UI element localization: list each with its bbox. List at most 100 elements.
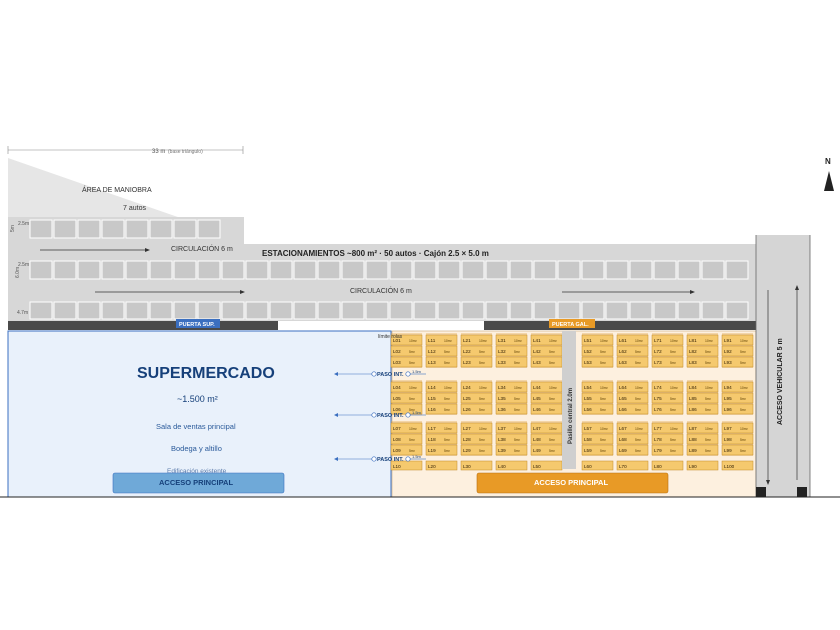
market-stall[interactable]: [721, 392, 754, 404]
market-stall[interactable]: [721, 381, 754, 393]
market-stall[interactable]: [686, 345, 719, 357]
market-stall[interactable]: [616, 403, 649, 415]
market-stall[interactable]: [425, 433, 458, 445]
market-stall[interactable]: [581, 381, 614, 393]
market-stall[interactable]: [616, 433, 649, 445]
market-stall[interactable]: [616, 460, 649, 471]
market-stall[interactable]: [495, 356, 528, 368]
market-stall-code: L36: [498, 407, 506, 412]
market-stall[interactable]: [651, 460, 684, 471]
market-stall[interactable]: [390, 422, 423, 434]
market-stall[interactable]: [425, 444, 458, 456]
market-stall[interactable]: [581, 433, 614, 445]
market-stall[interactable]: [425, 422, 458, 434]
market-stall[interactable]: [390, 356, 423, 368]
market-stall[interactable]: [651, 345, 684, 357]
market-stall[interactable]: [425, 460, 458, 471]
market-stall[interactable]: [460, 345, 493, 357]
market-stall[interactable]: [495, 334, 528, 346]
market-stall[interactable]: [581, 460, 614, 471]
market-stall[interactable]: [721, 345, 754, 357]
dimension-note: (base triángulo): [168, 149, 203, 155]
market-stall[interactable]: [651, 433, 684, 445]
market-stall[interactable]: [581, 403, 614, 415]
market-stall[interactable]: [616, 392, 649, 404]
market-stall[interactable]: [425, 334, 458, 346]
market-stall[interactable]: [686, 444, 719, 456]
market-stall-code: L60: [584, 464, 592, 469]
market-stall-code: L74: [654, 385, 662, 390]
market-stall-size: 5m²: [409, 408, 416, 412]
market-stall[interactable]: [721, 444, 754, 456]
market-stall[interactable]: [686, 433, 719, 445]
market-stall[interactable]: [390, 334, 423, 346]
market-stall[interactable]: [686, 392, 719, 404]
access-main-right[interactable]: [476, 472, 669, 494]
market-stall[interactable]: [460, 422, 493, 434]
market-stall[interactable]: [651, 403, 684, 415]
market-stall[interactable]: [721, 433, 754, 445]
market-stall[interactable]: [616, 345, 649, 357]
market-stall[interactable]: [616, 444, 649, 456]
market-stall[interactable]: [721, 356, 754, 368]
market-stall[interactable]: [616, 422, 649, 434]
market-stall[interactable]: [425, 381, 458, 393]
market-stall[interactable]: [495, 444, 528, 456]
market-stall[interactable]: [651, 356, 684, 368]
market-stall[interactable]: [495, 460, 528, 471]
market-stall[interactable]: [721, 460, 754, 471]
market-stall[interactable]: [616, 334, 649, 346]
market-stall[interactable]: [686, 381, 719, 393]
market-stall[interactable]: [651, 334, 684, 346]
market-stall[interactable]: [616, 356, 649, 368]
market-stall[interactable]: [390, 433, 423, 445]
market-stall[interactable]: [651, 381, 684, 393]
market-stall[interactable]: [721, 422, 754, 434]
access-main-left[interactable]: [112, 472, 285, 494]
market-stall[interactable]: [495, 392, 528, 404]
market-stall[interactable]: [460, 433, 493, 445]
market-stall[interactable]: [651, 444, 684, 456]
passage-arrowhead: [334, 372, 338, 376]
market-stall[interactable]: [390, 345, 423, 357]
market-stall[interactable]: [581, 345, 614, 357]
market-stall[interactable]: [581, 392, 614, 404]
market-stall[interactable]: [686, 356, 719, 368]
market-stall[interactable]: [425, 345, 458, 357]
market-stall[interactable]: [616, 381, 649, 393]
market-stall[interactable]: [581, 334, 614, 346]
market-stall[interactable]: [495, 433, 528, 445]
market-stall[interactable]: [651, 422, 684, 434]
market-stall-size: 5m²: [635, 350, 642, 354]
market-stall[interactable]: [581, 444, 614, 456]
market-stall[interactable]: [460, 392, 493, 404]
market-stall[interactable]: [425, 403, 458, 415]
market-stall[interactable]: [721, 403, 754, 415]
market-stall-code: L56: [584, 407, 592, 412]
market-stall[interactable]: [581, 422, 614, 434]
market-stall[interactable]: [390, 444, 423, 456]
market-stall[interactable]: [495, 422, 528, 434]
market-stall[interactable]: [390, 381, 423, 393]
market-stall[interactable]: [686, 422, 719, 434]
market-stall-size: 5m²: [705, 408, 712, 412]
market-stall[interactable]: [686, 334, 719, 346]
market-stall[interactable]: [460, 403, 493, 415]
market-stall[interactable]: [581, 356, 614, 368]
market-stall-code: L34: [498, 385, 506, 390]
market-stall[interactable]: [495, 381, 528, 393]
market-stall[interactable]: [686, 460, 719, 471]
market-stall[interactable]: [425, 356, 458, 368]
market-stall[interactable]: [686, 403, 719, 415]
market-stall[interactable]: [425, 392, 458, 404]
market-stall[interactable]: [460, 334, 493, 346]
market-stall[interactable]: [651, 392, 684, 404]
market-stall[interactable]: [495, 345, 528, 357]
market-stall[interactable]: [460, 381, 493, 393]
market-stall[interactable]: [460, 444, 493, 456]
market-stall[interactable]: [460, 460, 493, 471]
market-stall[interactable]: [460, 356, 493, 368]
market-stall[interactable]: [390, 392, 423, 404]
market-stall[interactable]: [721, 334, 754, 346]
market-stall[interactable]: [495, 403, 528, 415]
